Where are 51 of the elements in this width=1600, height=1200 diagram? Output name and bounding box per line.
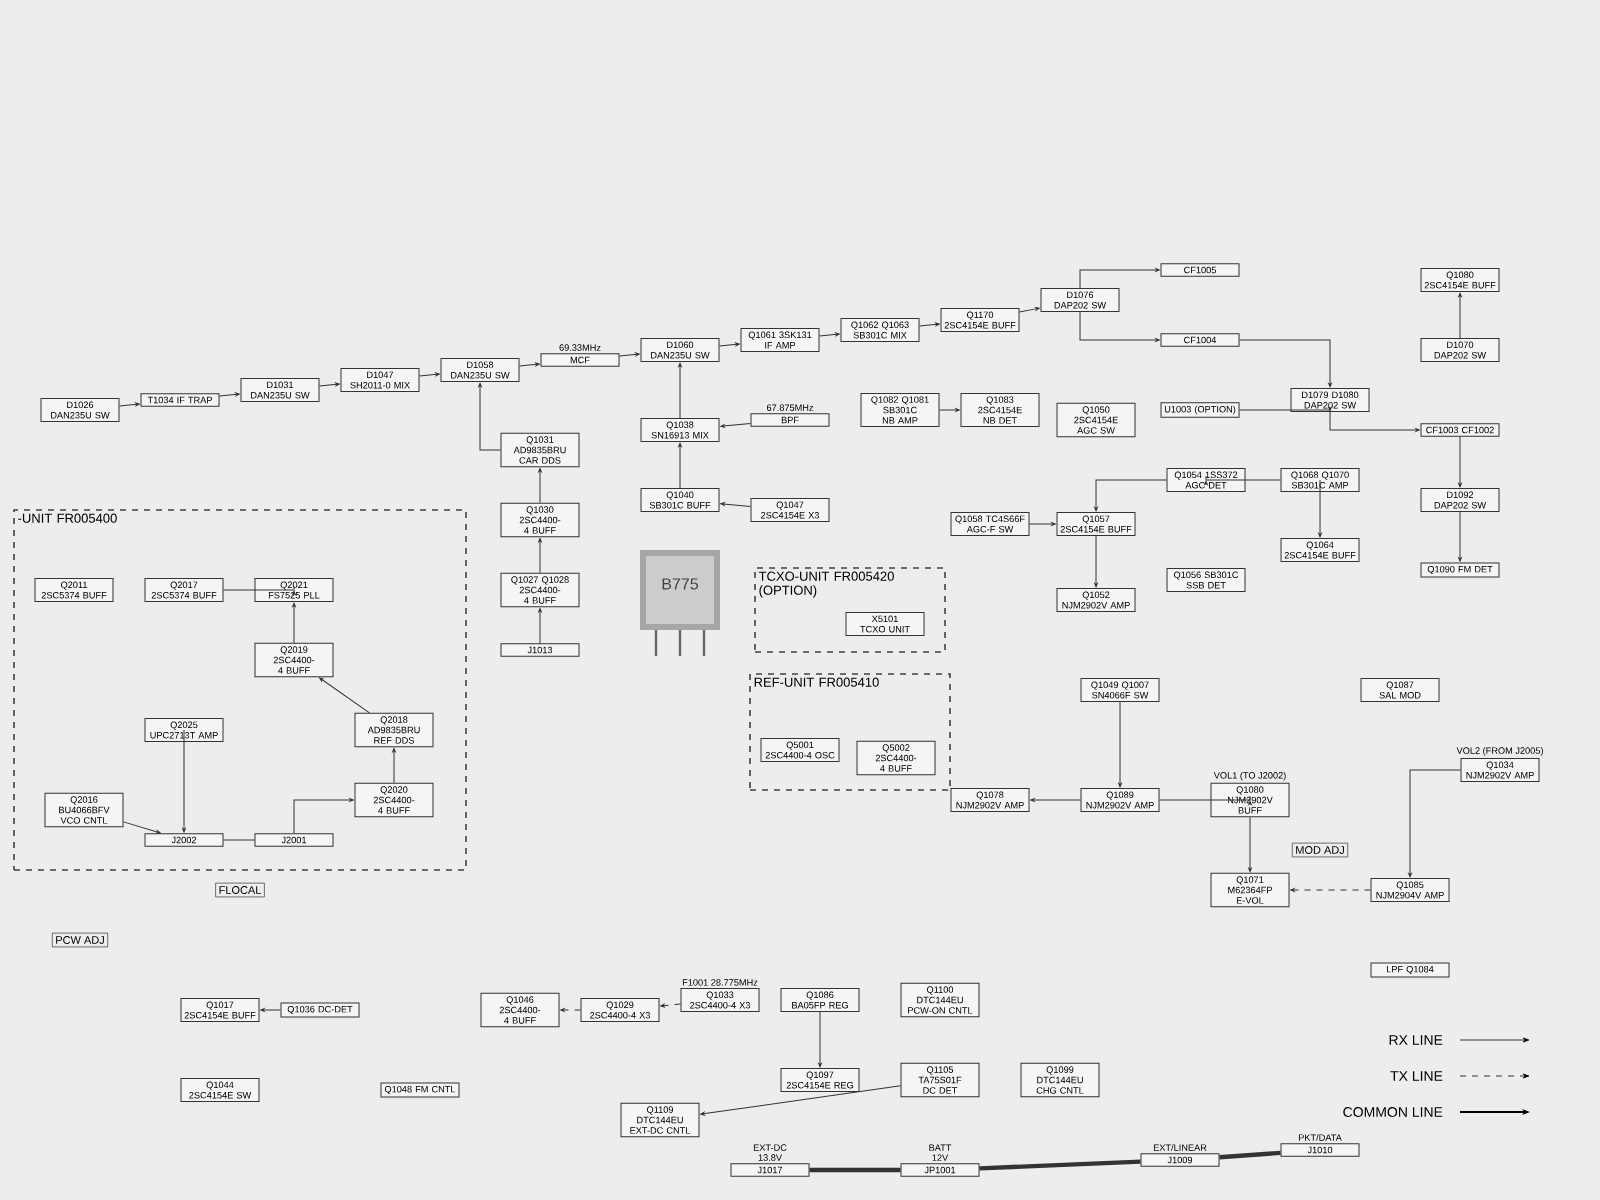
connector-arrow bbox=[939, 408, 960, 412]
connector-arrow bbox=[1408, 769, 1461, 878]
connector-arrow bbox=[1318, 479, 1322, 538]
connector-arrow bbox=[1118, 701, 1122, 788]
connector-arrow bbox=[1094, 535, 1098, 588]
connector-arrow bbox=[538, 468, 542, 504]
connector-arrow bbox=[720, 502, 751, 507]
connector-arrow bbox=[1458, 292, 1462, 339]
connector-arrow bbox=[1458, 511, 1462, 562]
connector-arrow bbox=[1030, 798, 1081, 802]
connector-arrow bbox=[223, 585, 296, 595]
connector-arrow bbox=[260, 1008, 281, 1012]
crystal-filter-drawing: B775 bbox=[640, 550, 720, 658]
connector-arrow bbox=[719, 342, 740, 347]
connector-arrow bbox=[1204, 475, 1281, 485]
connector-arrow bbox=[1019, 307, 1040, 313]
connector-arrow bbox=[478, 382, 501, 451]
connector-arrow bbox=[519, 362, 540, 367]
connector-arrow bbox=[1079, 311, 1160, 342]
connector-arrow bbox=[919, 322, 940, 327]
connector-arrow bbox=[1239, 339, 1332, 388]
connector-arrow bbox=[123, 821, 161, 834]
connector-arrow bbox=[538, 608, 542, 644]
connector-arrow bbox=[700, 1085, 901, 1116]
connector-arrow bbox=[678, 362, 682, 419]
connector-arrow bbox=[1239, 407, 1332, 412]
connector-arrow bbox=[1159, 795, 1252, 805]
connector-arrow bbox=[119, 402, 140, 407]
connector-arrow bbox=[392, 748, 396, 784]
connector-arrow bbox=[819, 332, 840, 337]
connector-arrow bbox=[619, 352, 640, 357]
connector-arrow bbox=[319, 677, 370, 714]
connector-arrow bbox=[818, 1011, 822, 1068]
connector-arrow bbox=[538, 538, 542, 574]
connector-arrow bbox=[1079, 268, 1160, 289]
connector-arrow bbox=[720, 423, 751, 428]
connector-arrow bbox=[678, 442, 682, 489]
connector-arrow bbox=[1329, 411, 1420, 432]
connector-arrow bbox=[293, 798, 354, 834]
connector-arrow bbox=[1458, 436, 1462, 488]
connector-arrow bbox=[292, 602, 296, 644]
connector-arrow bbox=[560, 1008, 581, 1012]
connector-arrow bbox=[1248, 816, 1252, 872]
connector-arrow bbox=[219, 392, 240, 397]
connector-arrow bbox=[319, 382, 340, 387]
connector-arrow bbox=[419, 372, 440, 377]
connector-arrow bbox=[1029, 522, 1056, 526]
connector-arrow bbox=[1094, 479, 1167, 512]
connector-arrow bbox=[1290, 888, 1371, 892]
connector-arrow bbox=[660, 1003, 681, 1008]
connector-arrow bbox=[182, 729, 186, 833]
